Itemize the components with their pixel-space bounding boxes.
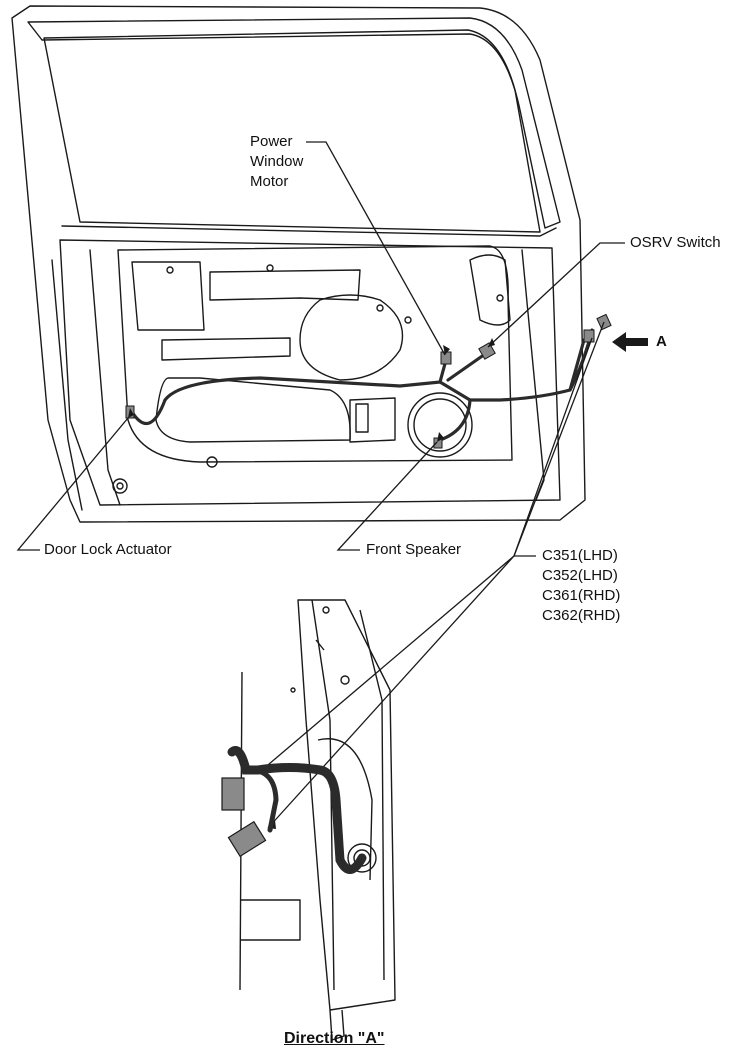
- osrv-connector: [478, 342, 496, 360]
- label-front-speaker: Front Speaker: [366, 541, 462, 558]
- leader-power-window-motor: [306, 141, 446, 356]
- lower-opening: [155, 377, 351, 443]
- window-frame-inner: [27, 17, 561, 229]
- grommet: [347, 843, 377, 873]
- detail-harness: [227, 746, 367, 874]
- window-glass-opening: [43, 29, 541, 233]
- c351-main-connector: [583, 329, 595, 343]
- leader-front-speaker: [336, 441, 438, 551]
- speaker-housing: [407, 392, 473, 458]
- label-power-window-motor: Power Window Motor: [250, 133, 304, 190]
- upper-left-cutout: [131, 261, 205, 331]
- inner-panel: [117, 245, 513, 463]
- leader-connectors: [513, 337, 593, 557]
- direction-a-arrow: [612, 332, 648, 352]
- door-outer-frame: [11, 5, 586, 523]
- wire-harness: [130, 328, 594, 426]
- label-connectors: C351(LHD) C352(LHD) C361(RHD) C362(RHD): [542, 547, 621, 624]
- detail-door-edge: [297, 599, 396, 1011]
- leader-osrv-switch: [487, 242, 625, 348]
- leader-door-lock: [16, 417, 129, 551]
- detail-connector-lower: [227, 820, 267, 858]
- label-door-lock-actuator: Door Lock Actuator: [44, 541, 172, 558]
- detail-connector-upper: [221, 777, 245, 811]
- caption-direction-a: Direction "A": [284, 1030, 385, 1047]
- label-direction-marker: A: [656, 333, 667, 350]
- label-osrv-switch: OSRV Switch: [630, 234, 721, 251]
